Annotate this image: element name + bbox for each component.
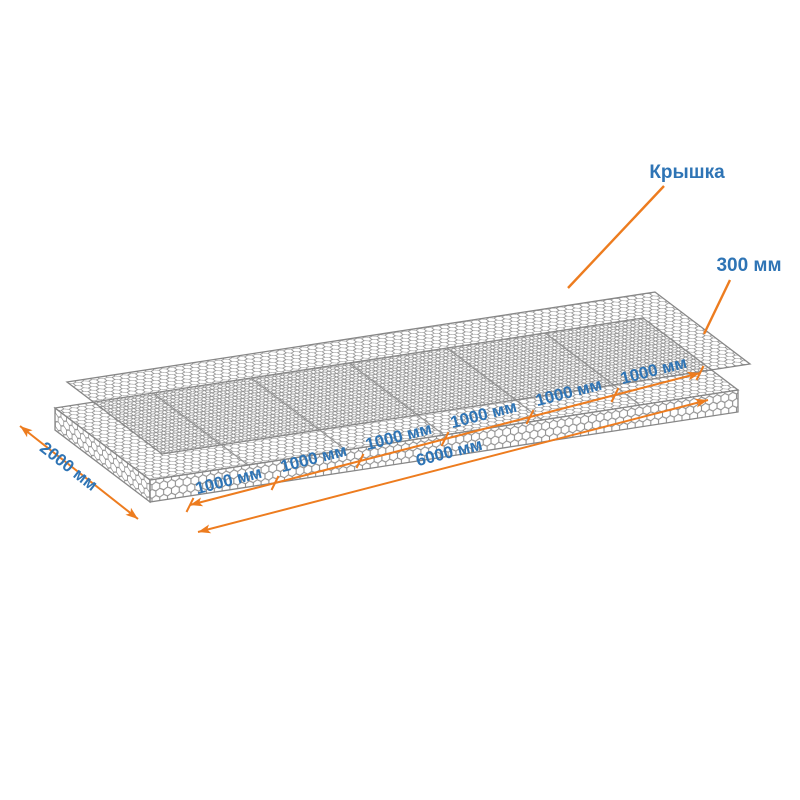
dimension-tick <box>695 365 705 381</box>
height-leader-line <box>702 279 732 335</box>
width-dimension-line <box>19 425 139 520</box>
dimension-tick <box>185 497 195 513</box>
lid-leader-line <box>567 185 665 289</box>
label-height: 300 мм <box>716 255 781 276</box>
length-total-dimension-line <box>197 398 709 534</box>
label-lid: Крышка <box>649 162 725 183</box>
